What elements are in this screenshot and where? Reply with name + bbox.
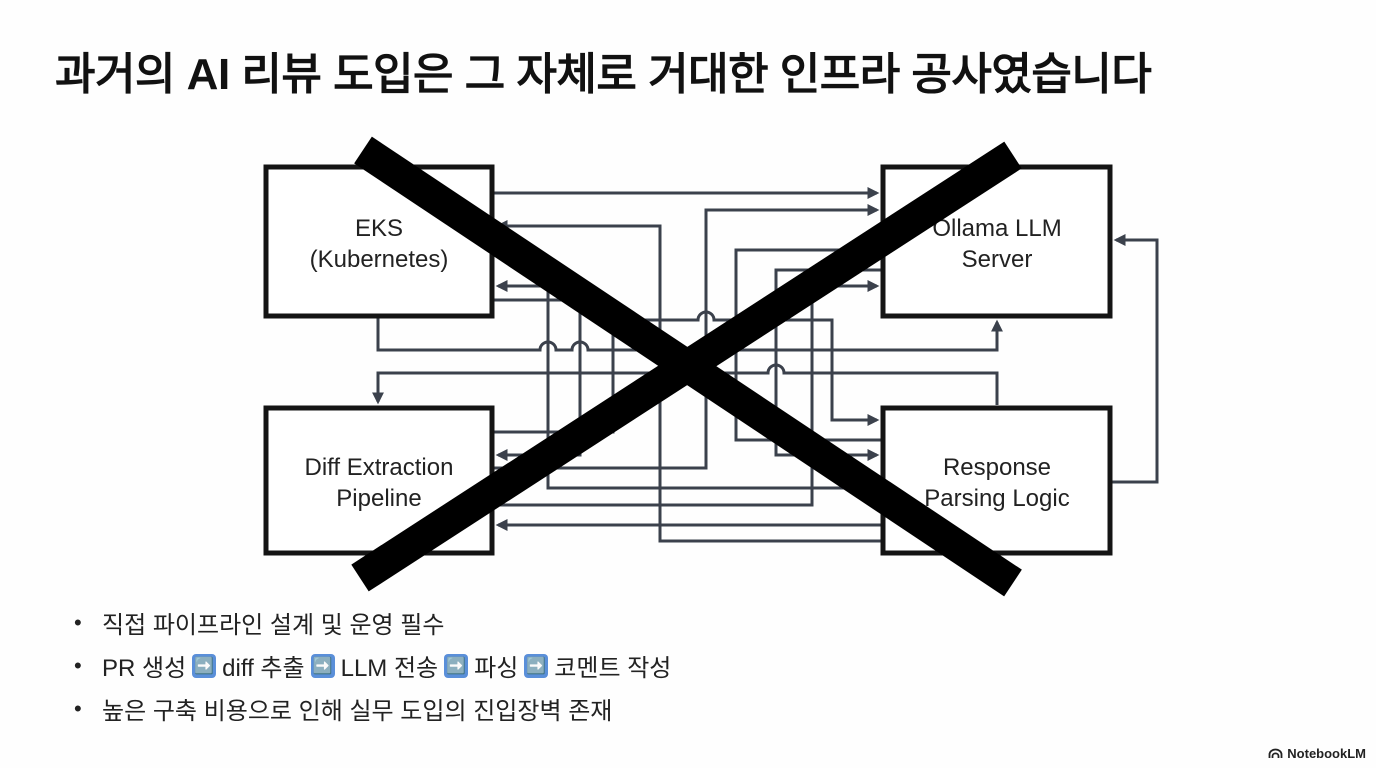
box-label: EKS [355,215,403,242]
right-arrow-icon: ➡️ [310,653,335,678]
connector-arrow [492,310,880,434]
connector-arrow [492,280,880,507]
box-eks: EKS (Kubernetes) [263,164,495,319]
bullet-marker: • [74,652,82,678]
box-label: Parsing Logic [924,485,1069,512]
bullet-text: 높은 구축 비용으로 인해 실무 도입의 진입장벽 존재 [102,698,613,725]
slide-title: 과거의 AI 리뷰 도입은 그 자체로 거대한 인프라 공사였습니다 [55,50,1152,99]
workflow-step: 코멘트 작성 [554,655,672,682]
connector-arrow [372,363,999,405]
brand-name: NotebookLM [1287,746,1366,761]
right-arrow-icon: ➡️ [444,653,469,678]
box-label: Server [962,246,1033,273]
cross-out-mark [351,136,1022,597]
workflow-step: PR 생성 [102,655,187,682]
bullet-marker: • [74,695,82,721]
connector-arrow [495,280,883,490]
workflow-step: 파싱 [474,655,519,682]
bullet-marker: • [74,609,82,635]
box-label: Response [943,454,1051,481]
workflow-step: LLM 전송 [340,655,439,682]
architecture-diagram: EKS (Kubernetes) Ollama LLM Server Diff … [263,136,1159,597]
cross-stroke [351,141,1022,592]
bullet-item: • 직접 파이프라인 설계 및 운영 필수 [72,601,671,644]
box-ollama-llm-server: Ollama LLM Server [880,164,1113,319]
bullet-item: • PR 생성 ➡️ diff 추출 ➡️ LLM 전송 ➡️ 파싱 ➡️ 코멘… [72,644,671,687]
workflow-step: diff 추출 [222,655,305,682]
connector-arrow [376,318,1003,352]
box-label: (Kubernetes) [310,246,449,273]
box-response-parsing-logic: Response Parsing Logic [880,405,1113,556]
right-arrow-icon: ➡️ [524,653,549,678]
right-arrow-icon: ➡️ [192,653,217,678]
box-label: Ollama LLM [932,215,1061,242]
notebooklm-branding: NotebookLM [1268,746,1366,761]
bullet-list: • 직접 파이프라인 설계 및 운영 필수 • PR 생성 ➡️ diff 추출… [72,601,671,730]
bullet-text: 직접 파이프라인 설계 및 운영 필수 [102,612,445,639]
bullet-item: • 높은 구축 비용으로 인해 실무 도입의 진입장벽 존재 [72,687,671,730]
notebooklm-logo-icon [1268,748,1283,758]
connector-arrow [1110,234,1159,484]
box-label: Diff Extraction [305,454,454,481]
box-label: Pipeline [336,485,421,512]
